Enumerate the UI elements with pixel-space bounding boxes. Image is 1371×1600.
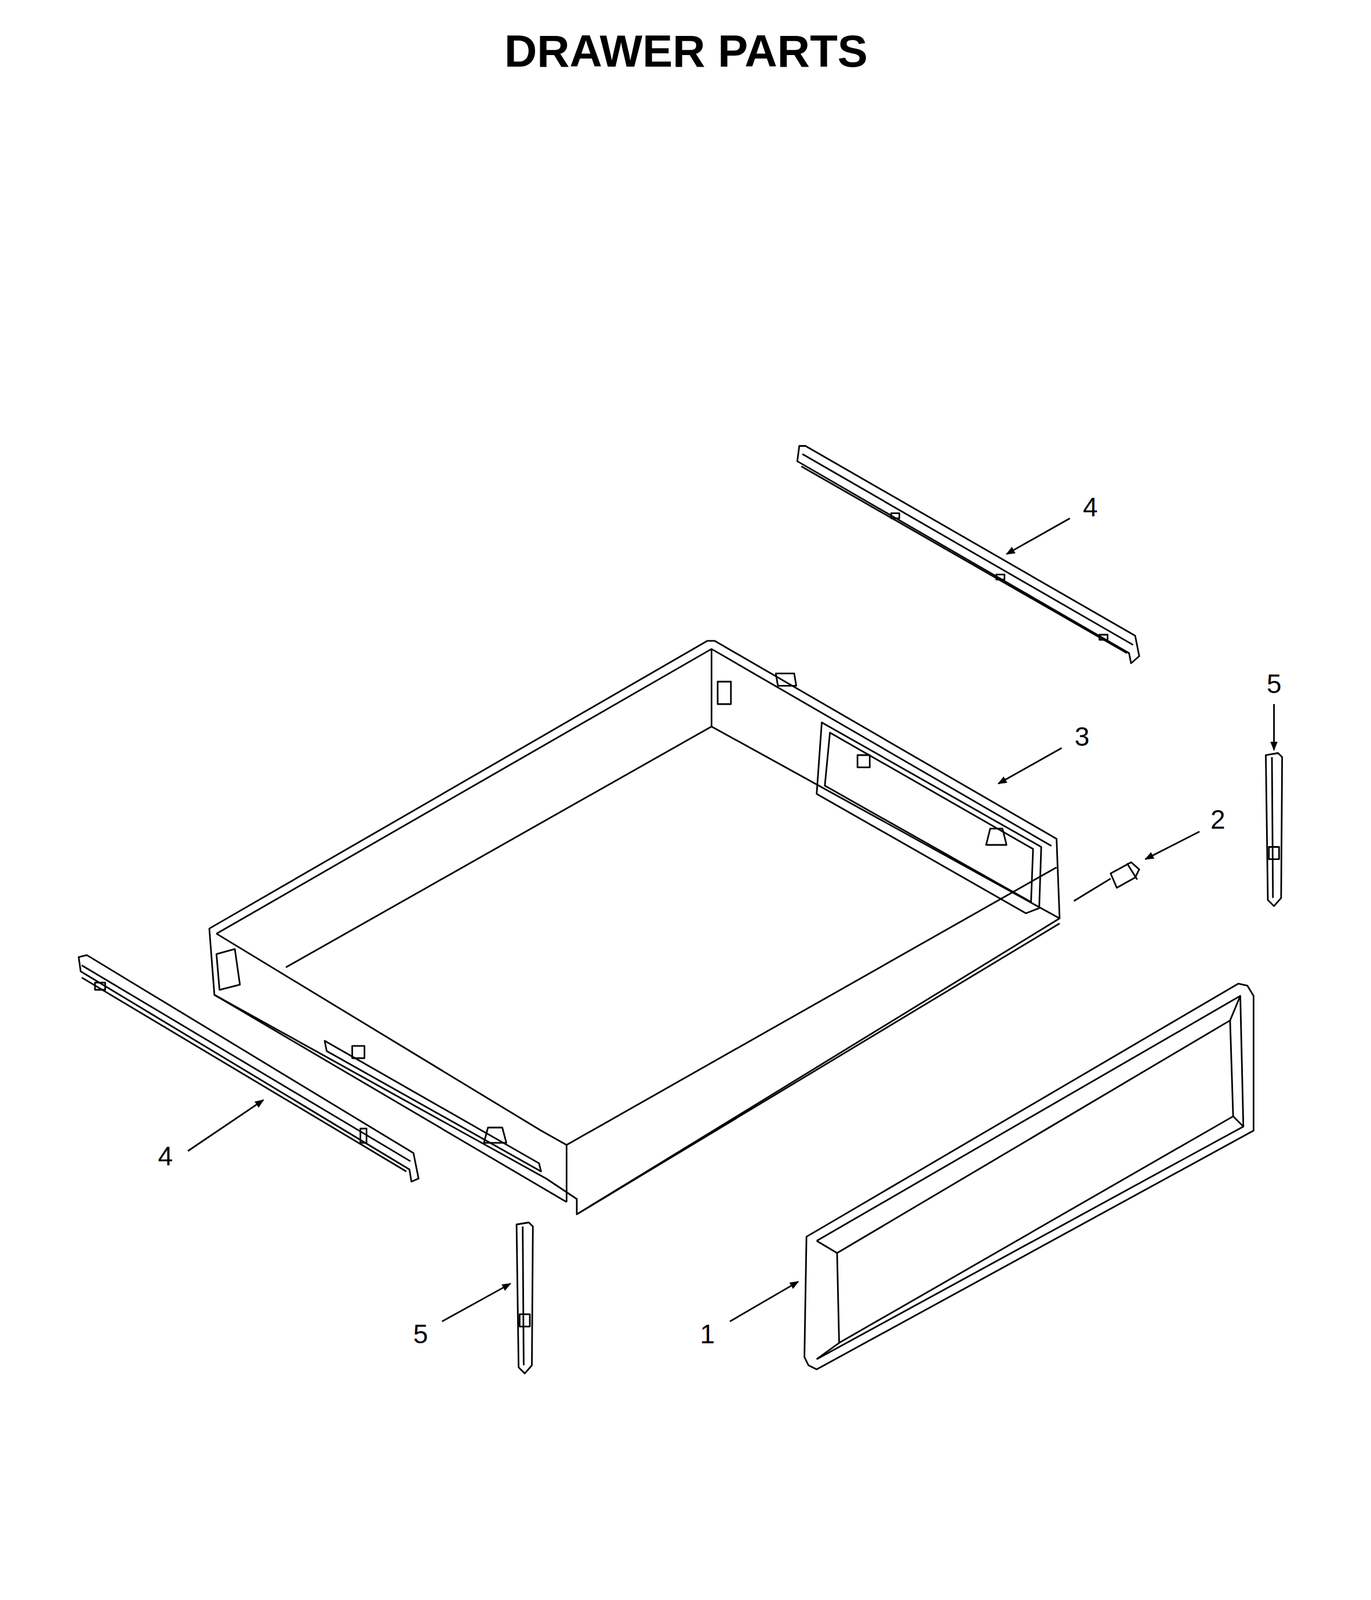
slide-clip bbox=[1266, 753, 1283, 907]
callout-number: 5 bbox=[1266, 670, 1282, 698]
diagram-title: DRAWER PARTS bbox=[504, 28, 868, 74]
drawer-pan bbox=[209, 641, 1060, 1216]
drawer-slide-rail bbox=[797, 445, 1140, 664]
drawer-slide-rail bbox=[78, 955, 419, 1183]
callout-number: 2 bbox=[1210, 806, 1226, 834]
drawer-front-panel bbox=[804, 983, 1254, 1370]
callout-number: 4 bbox=[157, 1143, 173, 1170]
callout-number: 3 bbox=[1074, 723, 1090, 751]
leader-arrow bbox=[187, 518, 1275, 1323]
slide-clip bbox=[516, 1222, 533, 1374]
callout-number: 5 bbox=[413, 1321, 429, 1348]
callout-number: 1 bbox=[700, 1321, 716, 1348]
screw bbox=[1074, 862, 1140, 902]
callout-number: 4 bbox=[1082, 493, 1098, 521]
